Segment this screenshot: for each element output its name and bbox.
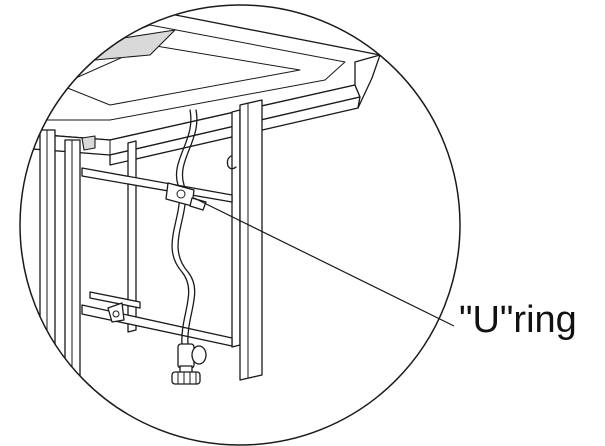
magnifier-circle — [19, 4, 461, 446]
callout-leader-line — [193, 197, 455, 327]
u-ring-callout-label: "U"ring — [459, 299, 577, 341]
gas-hose — [171, 109, 198, 346]
table-top — [20, 9, 381, 166]
magnified-detail — [20, 9, 381, 445]
u-ring — [165, 182, 207, 211]
regulator — [171, 343, 207, 385]
frame-grid — [81, 109, 241, 348]
right-leg — [226, 99, 263, 381]
